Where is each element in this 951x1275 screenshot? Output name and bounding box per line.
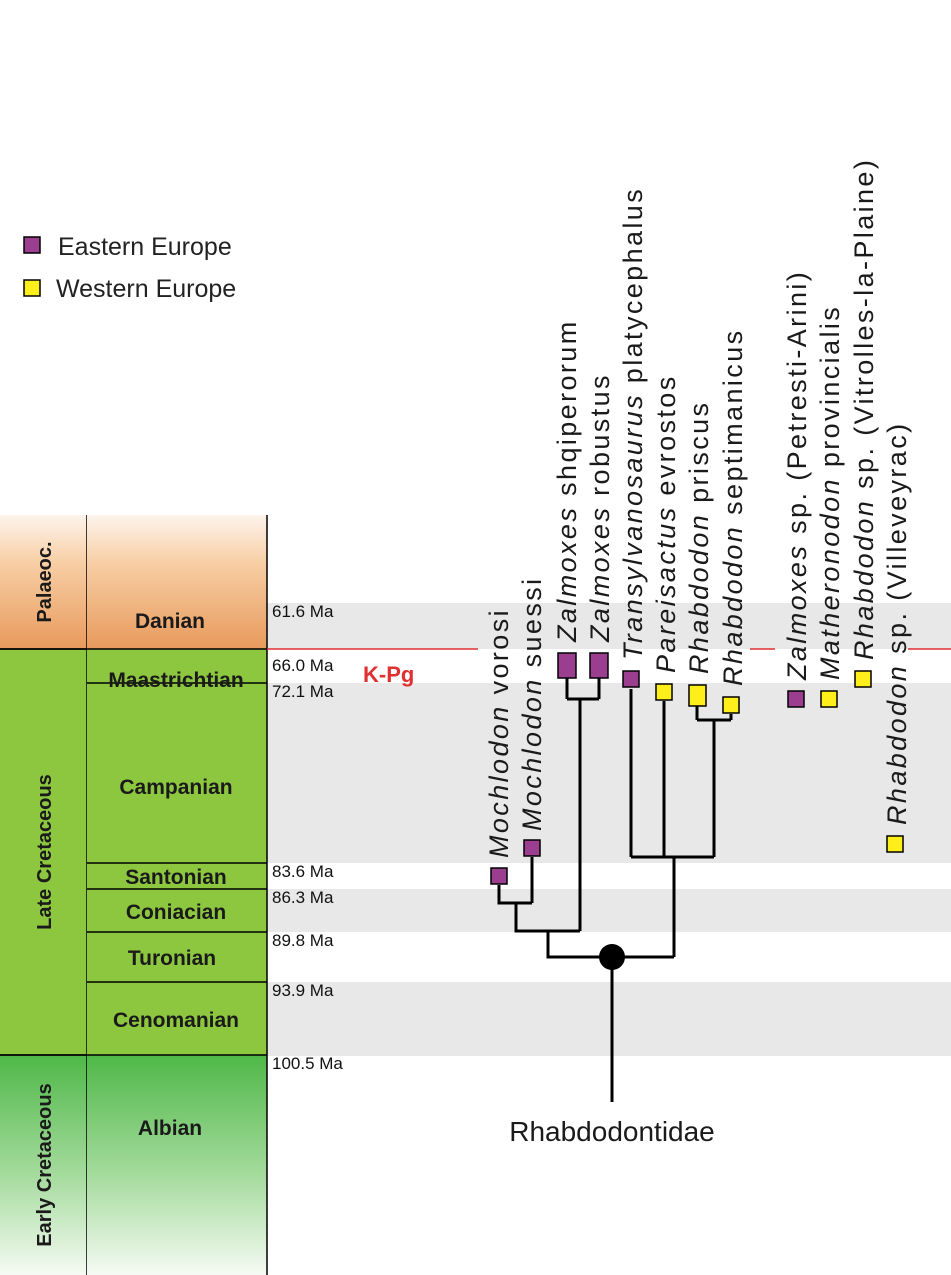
stage-cenomanian: Cenomanian (113, 1009, 239, 1032)
range-box-matheronodon (820, 690, 838, 708)
taxon-labels: Mochlodon vorosi Mochlodon suessi Zalmox… (484, 158, 912, 858)
epoch-palaeocene (0, 515, 87, 649)
root-node (599, 944, 625, 970)
taxon-rhabdodon-villeveyrac: Rhabdodon sp. (Villeveyrac) (882, 422, 912, 826)
age-89-8: 89.8 Ma (272, 931, 334, 950)
stage-maastrichtian: Maastrichtian (108, 669, 243, 692)
range-box-mochlodon-suessi (523, 839, 541, 857)
taxon-rhabdodon-priscus: Rhabdodon priscus (684, 401, 714, 674)
stage-campanian: Campanian (119, 776, 232, 799)
range-box-rhabdodon-villeveyrac (886, 835, 904, 853)
epoch-label-late-cretaceous: Late Cretaceous (34, 774, 56, 930)
taxon-matheronodon-provincialis: Matheronodon provincialis (815, 305, 845, 680)
epoch-late-cretaceous (0, 649, 87, 1055)
taxon-transylvanosaurus-platycephalus: Transylvanosaurus platycephalus (618, 187, 648, 660)
age-86-3: 86.3 Ma (272, 888, 334, 907)
kpg-label: K-Pg (363, 662, 414, 687)
range-box-zalmoxes-shqiperorum (557, 652, 577, 679)
legend-swatch-western (23, 279, 41, 297)
range-box-zalmoxes-robustus (589, 652, 609, 679)
legend: Eastern Europe Western Europe (23, 233, 236, 303)
band-cenomanian (267, 982, 951, 1056)
legend-label-western: Western Europe (56, 275, 236, 303)
epoch-column: Palaeoc. Late Cretaceous Early Cretaceou… (0, 515, 88, 1275)
band-coniacian (267, 889, 951, 932)
range-box-mochlodon-vorosi (490, 867, 508, 885)
clade-label: Rhabdodontidae (509, 1116, 715, 1147)
range-box-pareisactus (655, 683, 673, 701)
epoch-label-early-cretaceous: Early Cretaceous (34, 1083, 56, 1246)
legend-swatch-eastern (23, 236, 41, 254)
taxon-pareisactus-evrostos: Pareisactus evrostos (651, 374, 681, 673)
stage-santonian: Santonian (125, 866, 227, 889)
legend-label-eastern: Eastern Europe (58, 233, 232, 261)
epoch-label-palaeocene: Palaeoc. (34, 541, 56, 622)
band-campanian (267, 683, 951, 863)
age-72-1: 72.1 Ma (272, 682, 334, 701)
age-93-9: 93.9 Ma (272, 981, 334, 1000)
age-66-0: 66.0 Ma (272, 656, 334, 675)
stage-turonian: Turonian (128, 947, 216, 970)
age-labels: 61.6 Ma 66.0 Ma 72.1 Ma 83.6 Ma 86.3 Ma … (272, 602, 343, 1073)
taxon-zalmoxes-robustus: Zalmoxes robustus (585, 373, 615, 643)
band-danian (267, 603, 951, 649)
taxon-zalmoxes-sp: Zalmoxes sp. (Petresti-Arini) (782, 270, 812, 681)
range-box-rhabdodon-septimanicus (722, 696, 740, 714)
kpg-boundary: K-Pg (267, 648, 951, 687)
range-box-rhabdodon-vitrolles (854, 670, 872, 688)
range-box-transylvanosaurus (622, 670, 640, 688)
taxon-zalmoxes-shqiperorum: Zalmoxes shqiperorum (552, 319, 582, 643)
age-100-5: 100.5 Ma (272, 1054, 343, 1073)
age-61-6: 61.6 Ma (272, 602, 334, 621)
taxon-mochlodon-suessi: Mochlodon suessi (517, 576, 547, 831)
stage-coniacian: Coniacian (126, 901, 226, 924)
range-boxes (490, 652, 904, 885)
stage-column: Danian Maastrichtian Campanian Santonian… (0, 515, 268, 1275)
taxon-rhabdodon-vitrolles: Rhabdodon sp. (Vitrolles-la-Plaine) (849, 158, 879, 660)
taxon-rhabdodon-septimanicus: Rhabdodon septimanicus (718, 328, 748, 686)
stage-bands (267, 603, 951, 1056)
stage-danian: Danian (135, 610, 205, 633)
range-box-zalmoxes-sp (787, 690, 805, 708)
range-box-rhabdodon-priscus (688, 684, 707, 707)
phylogenetic-tree: Rhabdodontidae (497, 678, 733, 1147)
stage-albian: Albian (138, 1117, 202, 1140)
epoch-early-cretaceous (0, 1055, 87, 1275)
taxon-mochlodon-vorosi: Mochlodon vorosi (484, 608, 514, 858)
age-83-6: 83.6 Ma (272, 862, 334, 881)
